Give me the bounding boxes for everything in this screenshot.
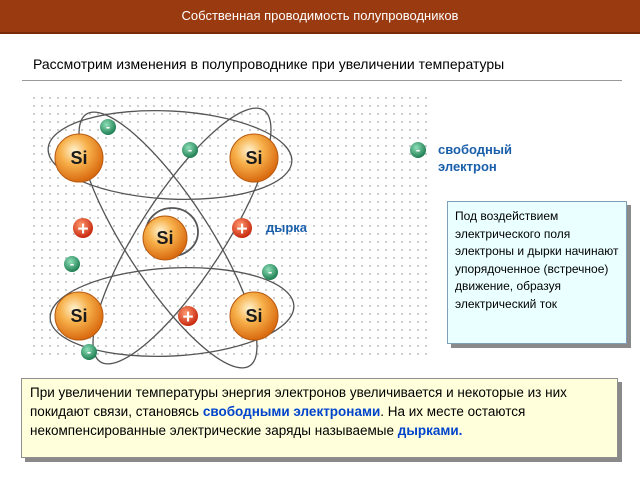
atom-label: Si [245,306,262,326]
hole-sign: + [182,307,193,328]
bottom-text-1: При увеличении температуры энергия элект… [30,385,567,419]
electron-sign: - [87,344,91,359]
electron-sign: - [106,119,110,134]
electron-sign: - [70,256,74,271]
legend-electron-icon: - [410,142,426,158]
atom-label: Si [70,306,87,326]
hole-sign: + [236,219,247,240]
bottom-explanation-box: При увеличении температуры энергия элект… [21,378,618,458]
electron-sign: - [188,142,192,157]
electron-right: - [262,264,278,280]
atom-label: Si [70,148,87,168]
atom-si-top-right: Si [229,133,279,183]
atom-label: Si [245,148,262,168]
orbit-bottom [49,266,295,358]
electron-top: - [100,119,116,135]
bottom-text-2: . На их месте остаются некомпенсированны… [30,404,526,438]
orbit-diagonal-a [92,107,272,365]
hole-sign: + [77,219,88,240]
atom-label: Si [156,228,173,248]
legend-free-electron: свободный электрон [438,142,512,174]
electron-bottom: - [81,344,97,360]
orbit-top [47,109,293,201]
atom-si-top-left: Si [54,133,104,183]
slide-subtitle: Рассмотрим изменения в полупроводнике пр… [33,56,505,72]
electron-sign: - [416,142,420,157]
atom-si-bottom-left: Si [54,291,104,341]
hole-left: + [73,218,93,240]
atom-si-bottom-right: Si [229,291,279,341]
orbit-diagonal-b [78,111,258,369]
atom-si-center: Si [142,215,188,261]
title-bar: Собственная проводимость полупроводников [0,0,640,34]
hole-bottom: + [178,306,198,328]
electron-left: - [64,256,80,272]
info-box: Под воздействием электрического поля эле… [447,201,627,344]
divider [22,80,622,81]
highlight-holes: дырками. [397,423,463,438]
electron-sign: - [268,264,272,279]
hole-right: + [232,218,252,240]
electron-mid-top: - [182,142,198,158]
slide-title: Собственная проводимость полупроводников [181,8,459,23]
highlight-free-electrons: свободными электронами [202,404,381,419]
legend-hole: дырка [266,220,308,235]
